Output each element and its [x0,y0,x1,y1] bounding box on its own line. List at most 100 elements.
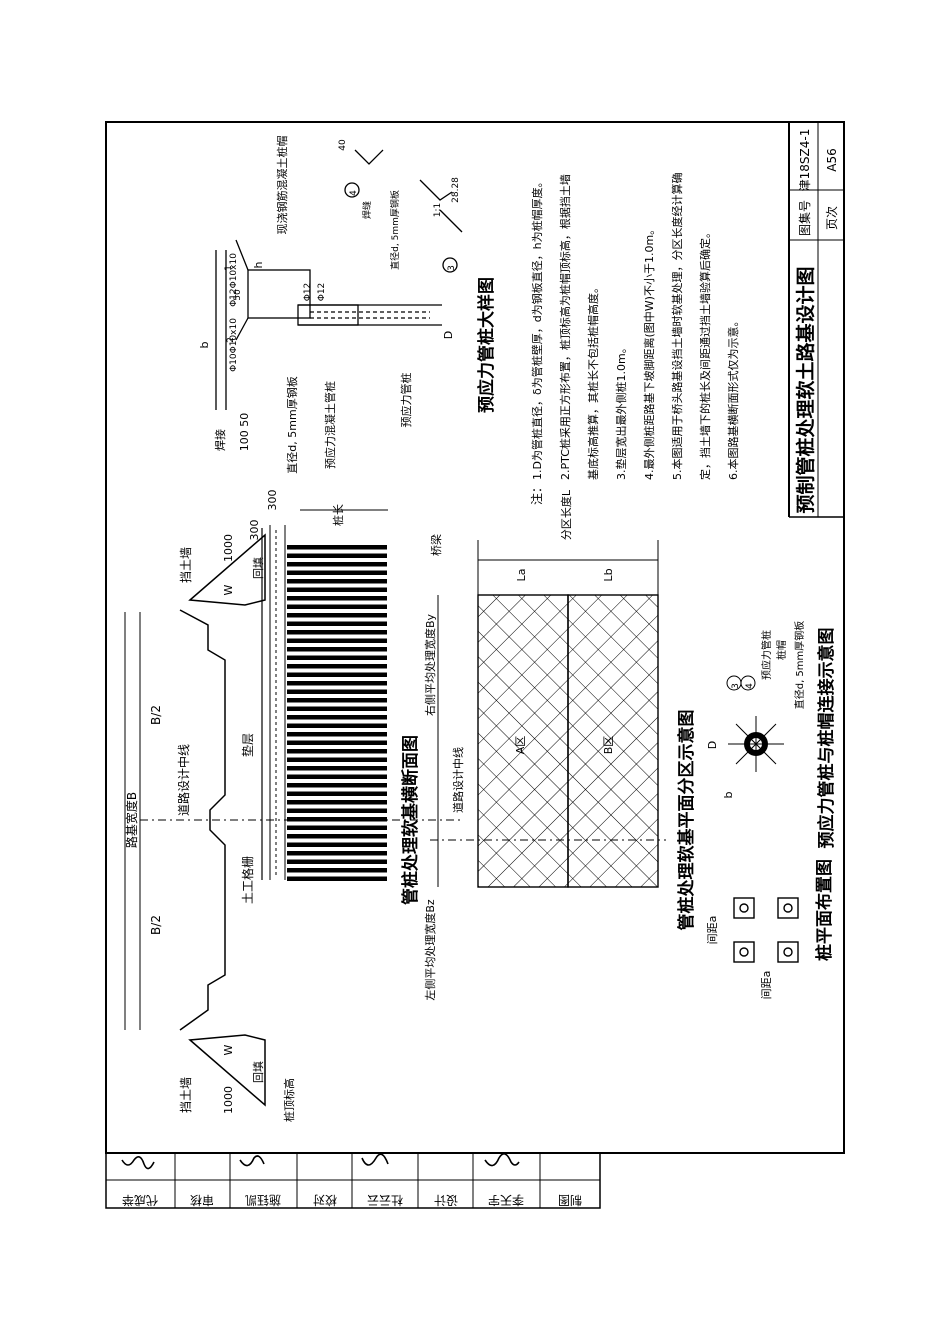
detail-pile-label: 预应力管桩 [399,373,413,428]
cross-section-title: 管桩处理软基横断面图 [400,735,421,905]
pile-plan [733,897,799,963]
detail-angle: 28.28 [451,177,461,203]
detail-dim-b: b [198,341,211,348]
cap-n4: 4 [745,683,755,689]
pile-bar [287,621,387,626]
note-line-1: 1.D为管桩直径，δ为管桩壁厚，d为钢板直径，h为桩帽厚度。 [530,176,544,480]
note-line-7: 定，挡土墙下的桩长及间距通过挡土墙验算后确定。 [698,227,712,480]
cross-section [124,525,460,1107]
pile-bar [287,553,387,558]
detail-dim-h: h [252,261,265,268]
designer-name: 杜云云 [367,1193,403,1208]
dim-300b: 300 [266,490,279,511]
dim-300a: 300 [248,520,261,541]
pile-bar [287,596,387,601]
detail-n3: 3 [447,265,457,271]
pile-bar [287,604,387,609]
note-line-3: 基底标高推算，其桩长不包括桩帽高度。 [586,282,600,480]
pile-bar [287,689,387,694]
pile-length-label: 桩长 [331,504,345,526]
pile-bar [287,723,387,728]
pile-bar [287,681,387,686]
pile-group [287,545,387,881]
pile-bar [287,859,387,864]
pile-top-label: 桩顶标高 [282,1078,296,1122]
w-left-label: W [222,1044,235,1055]
right-width-label: 右侧平均处理宽度By [423,613,437,716]
atlas-label: 图集号 [797,200,812,236]
detail-n2: 2 [226,337,236,343]
pile-bar [287,664,387,669]
pile-bar [287,800,387,805]
half-width-right: B/2 [149,705,163,725]
detail-dim-D: D [442,331,455,339]
geogrid-label: 土工格栅 [240,856,255,904]
half-width-left: B/2 [149,915,163,935]
sheet-border [105,121,845,1154]
cap-connection-title: 预应力管桩与桩帽连接示意图 [816,628,837,849]
designer-role: 设计 [434,1193,458,1207]
detail-weld2: 焊缝 [361,201,373,219]
drafter-name: 李天宇 [488,1193,524,1208]
cap-b-label: b [722,791,735,798]
pile-bar [287,672,387,677]
cap-connection [726,675,784,772]
pile-bar [287,562,387,567]
note-line-2: 2.PTC桩采用正方形布置，桩顶标高为桩帽顶标高，根据挡土墙 [558,174,572,480]
pile-bar [287,876,387,881]
detail-dim-40: 40 [338,139,348,151]
pile-bar [287,868,387,873]
cap-cap-label: 桩帽 [775,640,788,660]
detail-dim-100-50: 100 50 [238,413,251,452]
reviewer-role: 审核 [190,1193,214,1208]
note-line-4: 3.垫层宽出最外侧桩1.0m。 [614,342,628,480]
zone-plan-title: 管桩处理软基平面分区示意图 [676,710,697,931]
pile-bar [287,757,387,762]
pile-bar [287,825,387,830]
pile-bar [287,638,387,643]
dim-1000-right: 1000 [222,534,235,562]
detail-rebar-a: Φ10Φ10x10 [229,318,239,372]
bridge-label: 桥梁 [429,534,443,556]
pile-bar [287,808,387,813]
detail-plate-label: 直径d, 5mm厚钢板 [285,376,299,473]
note-line-8: 6.本图路基横断面形式仅为示意。 [726,316,740,481]
detail-phi12a: Φ12 [303,283,313,302]
cap-plate-label: 直径d, 5mm厚钢板 [793,621,806,710]
atlas-number: 津18SZ4-1 [798,129,812,192]
detail-weld-label: 焊接 [213,429,227,451]
wall-left-label: 挡土墙 [179,1077,193,1113]
pile-bar [287,630,387,635]
pile-bar [287,647,387,652]
page-number: A56 [825,148,839,171]
pile-bar [287,791,387,796]
pile-bar [287,698,387,703]
pile-bar [287,834,387,839]
road-centerline-label: 道路设计中线 [176,744,191,816]
pile-bar [287,715,387,720]
pile-bar [287,545,387,550]
signature-table [105,1152,601,1209]
la-label: La [515,569,528,582]
detail-phi12b: Φ12 [317,283,327,302]
section-length-label: 分区长度L [559,489,573,540]
pile-bar [287,732,387,737]
reviewer-name: 代成举 [122,1193,158,1207]
note-line-5: 4.最外侧桩距路基下坡脚距离(图中W)不小于1.0m。 [642,224,656,480]
pile-bar [287,613,387,618]
pile-detail [215,149,463,410]
pile-bar [287,740,387,745]
checker-role: 校对 [313,1193,337,1208]
cap-d-label: D [706,741,719,749]
zone-centerline-label: 道路设计中线 [451,747,465,813]
detail-phc-label: 预应力混凝土管桩 [323,381,337,469]
detail-n4: 4 [349,190,359,196]
road-width-label: 路基宽度B [124,792,139,848]
cushion-label: 垫层 [240,733,255,757]
spacing-label-1: 间距a [706,916,719,945]
pile-plan-title: 桩平面布置图 [814,859,835,961]
cap-n3: 3 [731,683,741,689]
backfill-left-label: 回填 [251,1061,265,1083]
zone-plan [430,540,666,888]
